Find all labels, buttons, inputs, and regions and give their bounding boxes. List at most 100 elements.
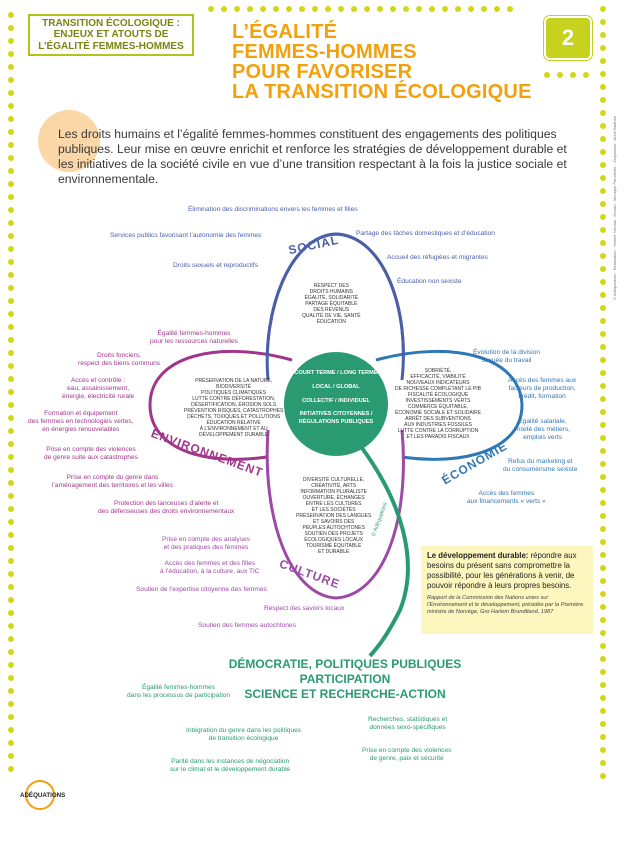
border-dot xyxy=(600,214,606,220)
economy-label: Évolution de la division sexuée du trava… xyxy=(473,349,541,364)
border-dot xyxy=(507,6,513,12)
border-dot xyxy=(416,6,422,12)
border-dot xyxy=(8,103,14,109)
environment-label: Accès et contrôle : eau, assainissement,… xyxy=(62,377,135,400)
border-dot xyxy=(494,6,500,12)
intro-decorative-circle xyxy=(38,110,100,172)
culture-label: Soutien de l’expertise citoyenne des fem… xyxy=(136,586,267,593)
border-dot xyxy=(8,753,14,759)
environment-petal xyxy=(148,349,293,461)
economy-label: Égalité salariale, mixité des métiers, e… xyxy=(515,418,570,441)
border-dot xyxy=(8,740,14,746)
border-dot xyxy=(8,38,14,44)
border-dot xyxy=(600,487,606,493)
border-dot xyxy=(8,194,14,200)
border-dot xyxy=(403,6,409,12)
environment-label: Droits fonciers, respect des biens commu… xyxy=(78,352,161,367)
definition-box: Le développement durable: répondre aux b… xyxy=(421,546,593,634)
kicker-line: L’ÉGALITÉ FEMMES-HOMMES xyxy=(38,40,184,52)
border-dot xyxy=(600,747,606,753)
border-dot xyxy=(600,617,606,623)
environment-label: Égalité femmes-hommes pour les ressource… xyxy=(150,330,238,345)
border-dot xyxy=(600,240,606,246)
border-dot xyxy=(8,675,14,681)
border-dot xyxy=(260,6,266,12)
center-circle xyxy=(284,352,388,456)
page-number-badge: 2 xyxy=(544,16,592,60)
border-dot xyxy=(8,272,14,278)
border-dot xyxy=(600,695,606,701)
border-dot xyxy=(600,500,606,506)
border-dot xyxy=(364,6,370,12)
center-text-1: COURT TERME / LONG TERME xyxy=(294,370,378,376)
border-dot xyxy=(8,155,14,161)
social-label: Élimination des discriminations envers l… xyxy=(188,206,358,213)
border-dot xyxy=(600,266,606,272)
border-dot xyxy=(8,51,14,57)
border-dot xyxy=(429,6,435,12)
border-dot xyxy=(600,45,606,51)
border-dot xyxy=(8,311,14,317)
border-dot xyxy=(600,526,606,532)
kicker-line: TRANSITION ÉCOLOGIQUE : xyxy=(42,17,180,29)
border-dot xyxy=(600,552,606,558)
democracy-title-line: DÉMOCRATIE, POLITIQUES PUBLIQUES xyxy=(228,657,462,671)
definition-source: Rapport de la Commission des Nations uni… xyxy=(427,595,584,615)
center-text-3: COLLECTIF / INDIVIDUEL xyxy=(302,398,370,404)
border-dot xyxy=(8,12,14,18)
border-dot xyxy=(600,721,606,727)
culture-label: Respect des savoirs locaux xyxy=(264,605,345,612)
border-dot xyxy=(8,454,14,460)
center-text-4: INITIATIVES CITOYENNES / RÉGULATIONS PUB… xyxy=(298,411,374,425)
border-dot xyxy=(600,71,606,77)
border-dot xyxy=(8,441,14,447)
border-dot xyxy=(221,6,227,12)
border-dot xyxy=(8,428,14,434)
kicker-line: ENJEUX ET ATOUTS DE xyxy=(53,29,169,41)
social-inner-text: RESPECT DES DROITS HUMAINS ÉGALITÉ, SOLI… xyxy=(302,283,361,325)
border-dot xyxy=(600,32,606,38)
social-label: Accueil des réfugiées et migrantes xyxy=(387,254,488,261)
border-dot xyxy=(600,669,606,675)
stem xyxy=(360,446,410,658)
border-dot xyxy=(8,714,14,720)
democracy-title: DÉMOCRATIE, POLITIQUES PUBLIQUES PARTICI… xyxy=(150,657,540,702)
border-dot xyxy=(8,558,14,564)
border-dot xyxy=(600,578,606,584)
border-dot xyxy=(600,422,606,428)
border-dot xyxy=(600,396,606,402)
border-dot xyxy=(600,292,606,298)
border-dot xyxy=(600,370,606,376)
economy-label: Accès des femmes aux facteurs de product… xyxy=(508,377,577,400)
title-line: L’ÉGALITÉ xyxy=(232,21,338,43)
culture-inner-text: DIVERSITÉ CULTURELLE, CRÉATIVITÉ, ARTS I… xyxy=(296,477,372,555)
environment-label: Prise en compte du genre dans l’aménagem… xyxy=(52,474,173,489)
center-text-2: LOCAL / GLOBAL xyxy=(312,384,360,390)
border-dot xyxy=(557,72,563,78)
border-dot xyxy=(8,415,14,421)
border-dot xyxy=(455,6,461,12)
democracy-title-line: SCIENCE ET RECHERCHE-ACTION xyxy=(244,687,446,701)
democracy-label: Intégration du genre dans les politiques… xyxy=(186,727,302,742)
border-dot xyxy=(8,376,14,382)
title-line: LA TRANSITION ÉCOLOGIQUE xyxy=(232,81,532,103)
border-dot xyxy=(8,25,14,31)
culture-label: Soutien des femmes autochtones xyxy=(198,622,296,629)
border-dot xyxy=(600,708,606,714)
democracy-title-line: PARTICIPATION xyxy=(299,672,391,686)
definition-text: répondre aux besoins du présent sans com… xyxy=(427,551,577,590)
social-label: Éducation non sexiste xyxy=(397,278,462,285)
border-dot xyxy=(600,97,606,103)
border-dot xyxy=(600,123,606,129)
border-dot xyxy=(8,77,14,83)
border-dot xyxy=(8,662,14,668)
border-dot xyxy=(8,285,14,291)
dotted-border-mid xyxy=(544,72,589,78)
culture-petal xyxy=(265,429,405,600)
environment-label: Prise en compte des violences de genre s… xyxy=(44,446,138,461)
border-dot xyxy=(600,201,606,207)
border-dot xyxy=(600,734,606,740)
border-dot xyxy=(234,6,240,12)
border-dot xyxy=(338,6,344,12)
dotted-border-right xyxy=(600,6,606,779)
